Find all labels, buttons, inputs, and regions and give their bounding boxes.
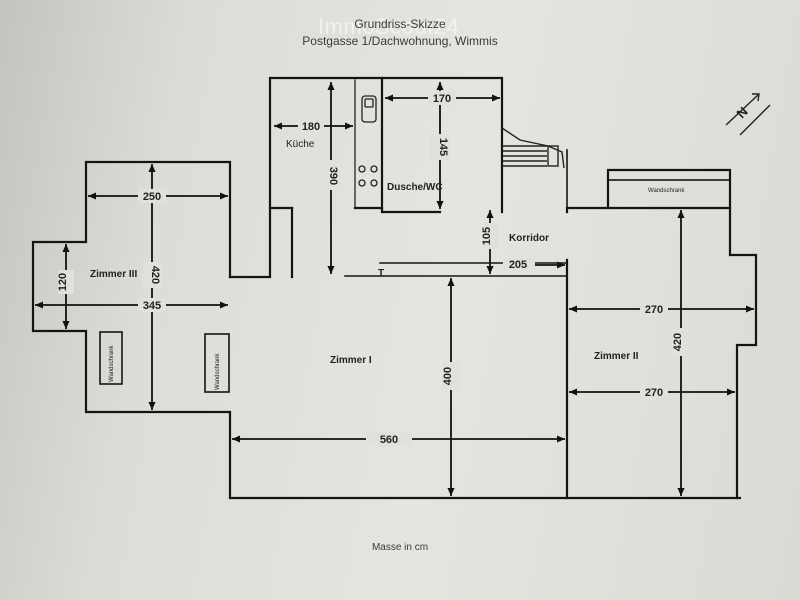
sink-icon — [361, 95, 377, 123]
room-korridor: Korridor — [509, 233, 549, 244]
north-arrow-icon — [725, 93, 771, 136]
zimmer2-walls — [565, 168, 758, 500]
room-zimmer3: Zimmer III — [90, 269, 137, 280]
dusche-walls — [380, 76, 442, 214]
label-zimmer1-depth: 400 — [442, 367, 454, 385]
label-kueche-width: 180 — [302, 121, 320, 133]
wandschrank-left2-box — [204, 333, 230, 393]
room-zimmer1: Zimmer I — [330, 355, 372, 366]
zimmer3-walls — [31, 160, 232, 499]
label-zimmer3-total: 345 — [143, 300, 161, 312]
label-zimmer3-small: 120 — [57, 273, 69, 291]
compass-label: N — [734, 104, 751, 121]
label-wandschrank-left2: Wandschrank — [215, 353, 221, 390]
label-zimmer2-bottom: 270 — [645, 387, 663, 399]
label-zimmer2-top: 270 — [645, 304, 663, 316]
label-kueche-depth: 390 — [327, 167, 339, 185]
label-zimmer3-depth: 420 — [149, 266, 161, 284]
label-wandschrank-right: Wandschrank — [648, 188, 685, 194]
label-zimmer1-width: 560 — [380, 434, 398, 446]
label-zimmer3-width: 250 — [143, 191, 161, 203]
plan-title: Grundriss-Skizze — [354, 17, 446, 31]
label-korridor-width: 205 — [509, 259, 527, 271]
room-dusche: Dusche/WC — [387, 182, 443, 193]
label-dusche-depth: 145 — [437, 138, 449, 156]
label-korridor-depth: 105 — [481, 227, 493, 245]
room-zimmer2: Zimmer II — [594, 351, 639, 362]
watermark: ImmoScout24 — [318, 14, 460, 39]
label-zimmer2-depth: 420 — [672, 333, 684, 351]
wandschrank-right-rect — [607, 179, 731, 209]
svg-text:T: T — [378, 268, 384, 279]
label-wandschrank-left1: Wandschrank — [109, 345, 115, 382]
stairs — [501, 127, 565, 169]
room-kueche: Küche — [286, 139, 315, 150]
wandschrank-left1-box — [99, 331, 123, 385]
label-dusche-width: 170 — [433, 93, 451, 105]
plan-subtitle: Postgasse 1/Dachwohnung, Wimmis — [302, 34, 498, 48]
kueche-walls — [228, 76, 504, 279]
units-note: Masse in cm — [371, 542, 429, 553]
stove-icon — [358, 165, 366, 173]
